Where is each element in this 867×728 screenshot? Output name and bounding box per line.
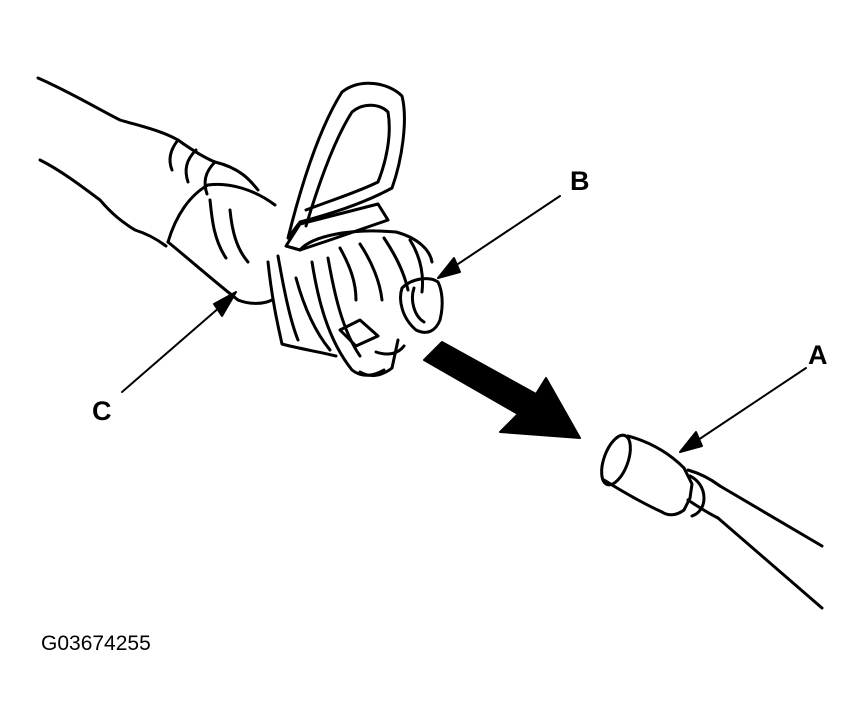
callout-b-label: B <box>570 166 590 196</box>
figure-id: G03674255 <box>41 632 151 655</box>
tube-c <box>166 182 277 305</box>
pull-direction-arrow <box>423 341 581 439</box>
leader-line-a <box>685 367 807 449</box>
leader-lines <box>121 195 807 453</box>
leader-arrowhead-a <box>679 431 703 453</box>
leader-arrowhead-b <box>437 257 461 279</box>
leader-line-c <box>121 299 229 393</box>
callout-c-label: C <box>92 396 112 426</box>
pipe-a <box>600 433 824 610</box>
leader-line-b <box>445 195 561 273</box>
hose <box>36 76 260 248</box>
leader-arrowhead-c <box>213 291 237 317</box>
quick-connector <box>266 81 444 377</box>
callout-a-label: A <box>808 340 828 370</box>
